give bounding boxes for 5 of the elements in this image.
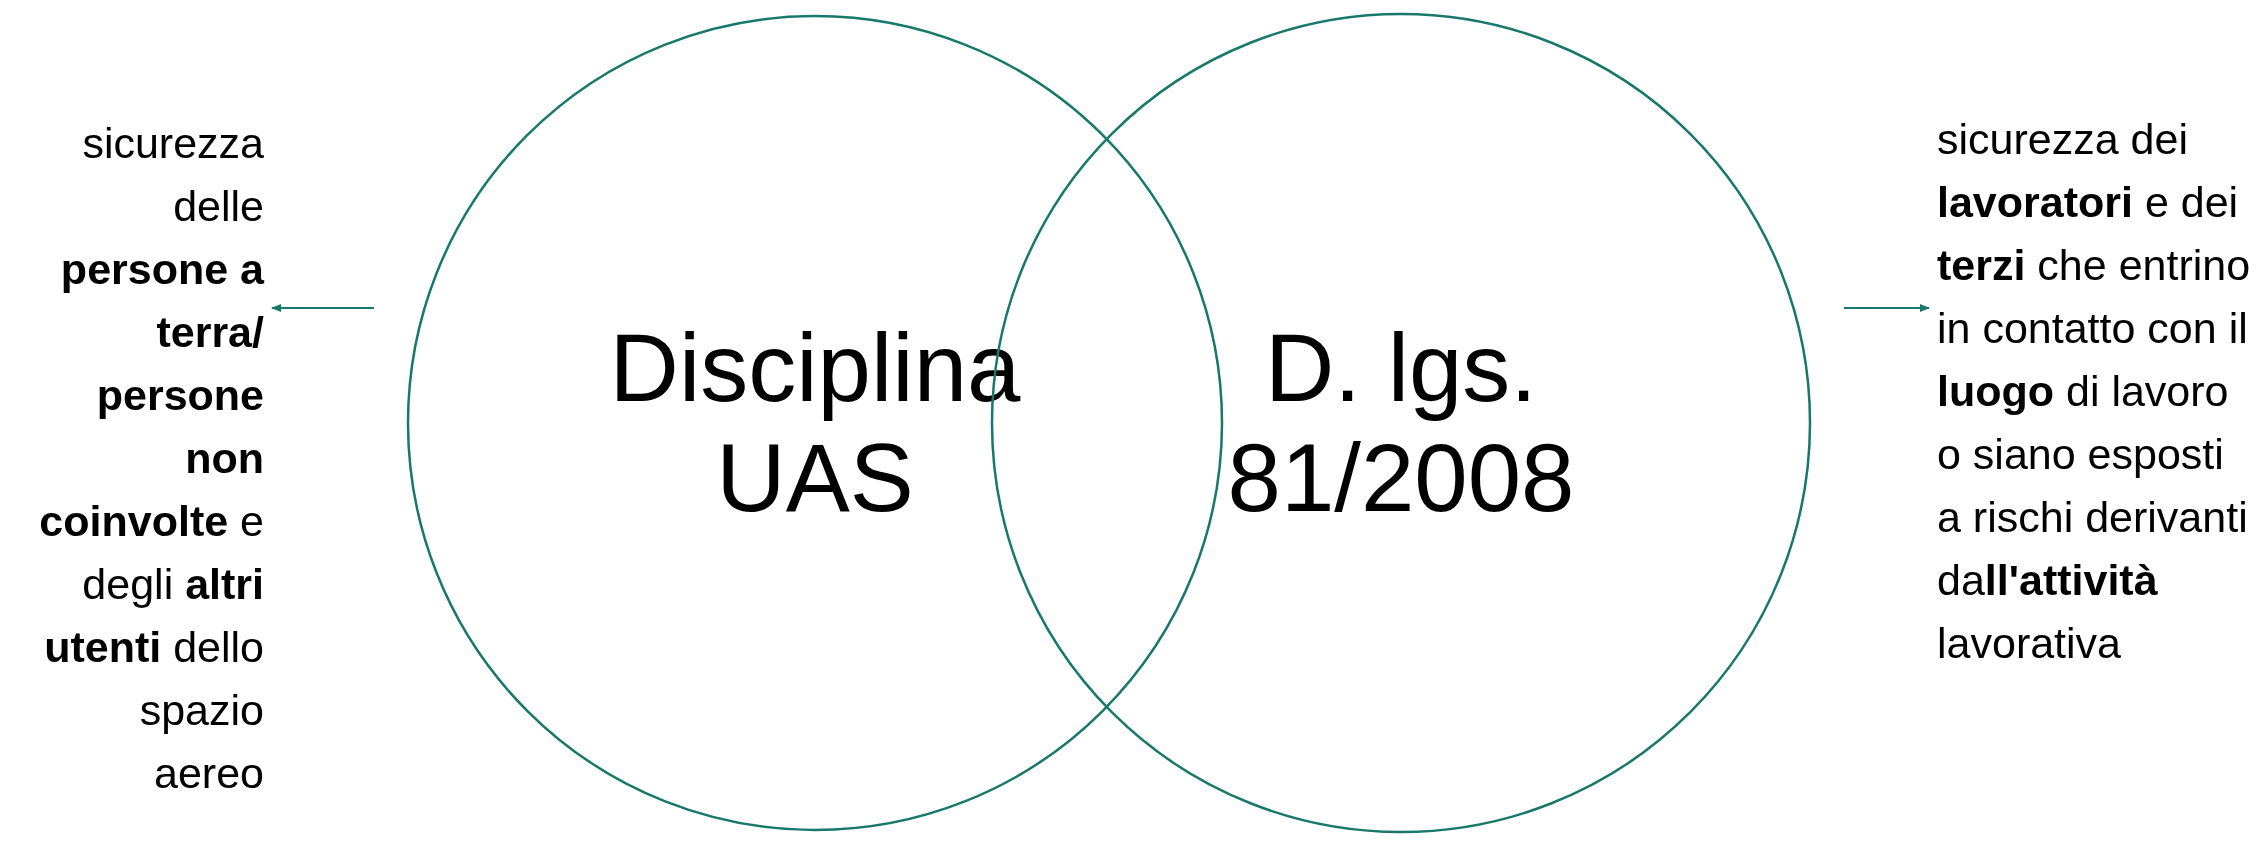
circle-title: D. lgs. 81/2008 — [1226, 313, 1576, 533]
description-text: sicurezza delle persone a terra/ persone non coinvolte e degli altri utenti dello spazio aereo — [30, 112, 264, 805]
arrow — [1843, 304, 1930, 312]
description-text: sicurezza dei lavoratori e dei terzi che entrino in contatto con il luogo di lavoro o siano esposti a rischi derivanti dall'attività lavorativa — [1937, 108, 2257, 675]
arrow — [271, 304, 375, 312]
